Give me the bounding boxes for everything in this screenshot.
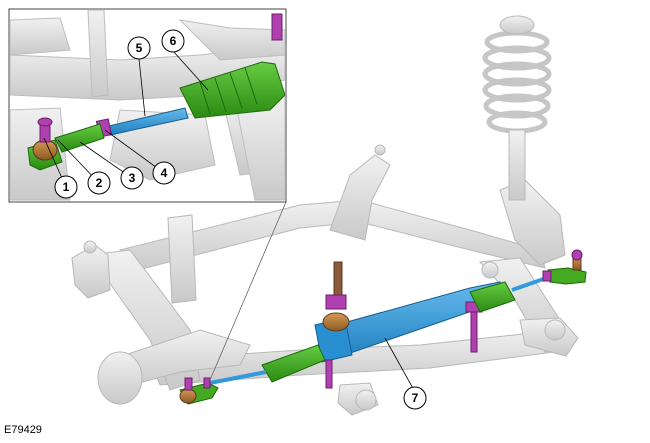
callout-4: 4 bbox=[152, 161, 176, 185]
right-strut-body bbox=[499, 15, 535, 201]
callout-6: 6 bbox=[161, 29, 185, 53]
callout-3: 3 bbox=[120, 166, 144, 190]
callout-5-label: 5 bbox=[136, 41, 143, 55]
callout-2: 2 bbox=[87, 171, 111, 195]
callout-4-label: 4 bbox=[161, 166, 168, 180]
steering-input-shaft bbox=[322, 261, 350, 332]
callout-5: 5 bbox=[127, 36, 151, 60]
right-steering-boot bbox=[469, 281, 516, 313]
left-steering-boot bbox=[261, 344, 326, 383]
callout-6-label: 6 bbox=[170, 34, 177, 48]
figure-id: E79429 bbox=[4, 424, 42, 436]
left-tie-rod-end bbox=[179, 377, 219, 405]
callout-1: 1 bbox=[54, 175, 78, 199]
callout-1-label: 1 bbox=[63, 180, 70, 194]
callout-2-label: 2 bbox=[96, 176, 103, 190]
left-tie-rod bbox=[209, 370, 267, 385]
callout-7-label: 7 bbox=[412, 391, 419, 405]
callout-7: 7 bbox=[403, 386, 427, 410]
callout-3-label: 3 bbox=[129, 171, 136, 185]
right-tie-rod-end bbox=[542, 249, 587, 285]
right-coil-spring bbox=[482, 30, 552, 134]
